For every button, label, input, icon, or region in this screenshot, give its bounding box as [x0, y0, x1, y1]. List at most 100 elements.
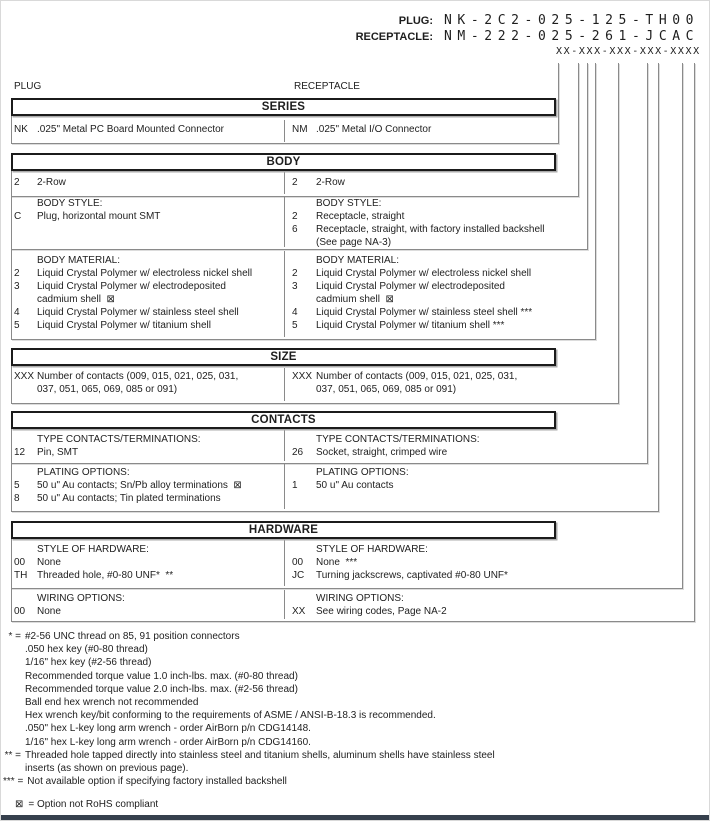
- subsection-heading: STYLE OF HARDWARE:: [316, 544, 428, 555]
- option-desc: Number of contacts (009, 015, 021, 025, …: [316, 371, 518, 382]
- option-desc: Number of contacts (009, 015, 021, 025, …: [37, 371, 239, 382]
- subsection-heading: WIRING OPTIONS:: [37, 593, 125, 604]
- option-code: 2: [292, 211, 298, 222]
- option-code: 2: [14, 268, 20, 279]
- footnote-text: .050 hex key (#0-80 thread): [25, 644, 148, 656]
- connector-line-hardware-style: [11, 63, 683, 589]
- option-desc: 50 u" Au contacts; Sn/Pb alloy terminati…: [37, 480, 242, 491]
- option-desc: 2-Row: [316, 177, 345, 188]
- contacts-type-plug-column: TYPE CONTACTS/TERMINATIONS: 12 Pin, SMT: [14, 433, 280, 459]
- option-desc: Socket, straight, crimped wire: [316, 447, 448, 458]
- option-row: 8 50 u" Au contacts; Tin plated terminat…: [14, 492, 280, 505]
- option-desc: cadmium shell ⊠: [37, 294, 115, 305]
- body-style-column-divider: [284, 197, 285, 247]
- option-row: 1 50 u" Au contacts: [292, 479, 562, 492]
- subsection-heading: PLATING OPTIONS:: [316, 467, 409, 478]
- option-row: 5 Liquid Crystal Polymer w/ titanium she…: [292, 319, 562, 332]
- option-code: [292, 236, 316, 249]
- connector-line-contacts-type: [11, 63, 648, 464]
- option-code: 5: [292, 320, 298, 331]
- series-plug-column: NK .025" Metal PC Board Mounted Connecto…: [14, 123, 280, 136]
- option-desc: Turning jackscrews, captivated #0-80 UNF…: [316, 570, 508, 581]
- option-code: 3: [292, 281, 298, 292]
- option-desc: Liquid Crystal Polymer w/ stainless stee…: [37, 307, 239, 318]
- option-desc: Liquid Crystal Polymer w/ electrodeposit…: [316, 281, 505, 292]
- plug-column-label: PLUG: [14, 81, 42, 92]
- footnote-marker: [3, 683, 21, 696]
- option-code: [292, 383, 316, 396]
- footnotes: * = #2-56 UNC thread on 85, 91 position …: [3, 630, 705, 788]
- option-code: 00: [14, 557, 26, 568]
- option-desc: Plug, horizontal mount SMT: [37, 211, 161, 222]
- option-code: NM: [292, 124, 308, 135]
- option-code: 3: [14, 281, 20, 292]
- footnote-text: Ball end hex wrench not recommended: [25, 697, 199, 709]
- hardware-box-left-edge: [11, 539, 12, 621]
- connector-line-series: [11, 63, 559, 144]
- option-row: 037, 051, 065, 069, 085 or 091): [14, 383, 280, 396]
- series-section-header: SERIES: [11, 98, 556, 116]
- option-code: C: [14, 211, 22, 222]
- size-column-divider: [284, 368, 285, 401]
- receptacle-column-label: RECEPTACLE: [294, 81, 360, 92]
- option-desc: 037, 051, 065, 069, 085 or 091): [316, 384, 457, 395]
- option-row: XX See wiring codes, Page NA-2: [292, 605, 562, 618]
- size-box-left-edge: [11, 366, 12, 403]
- body-row-column-divider: [284, 172, 285, 194]
- option-desc: .025" Metal I/O Connector: [316, 124, 432, 135]
- option-desc: Receptacle, straight: [316, 211, 405, 222]
- option-row: C Plug, horizontal mount SMT: [14, 210, 280, 223]
- option-desc: Liquid Crystal Polymer w/ electrodeposit…: [37, 281, 226, 292]
- body-section-header: BODY: [11, 153, 556, 171]
- option-code: 26: [292, 447, 304, 458]
- footnote-marker: [3, 709, 21, 722]
- option-row: 6 Receptacle, straight, with factory ins…: [292, 223, 562, 236]
- option-code: 00: [292, 557, 304, 568]
- option-row: 12 Pin, SMT: [14, 446, 280, 459]
- hardware-section-header: HARDWARE: [11, 521, 556, 539]
- footnote-line: Recommended torque value 1.0 inch-lbs. m…: [3, 670, 705, 683]
- wiring-options-plug-column: WIRING OPTIONS: 00 None: [14, 592, 280, 618]
- subsection-heading: STYLE OF HARDWARE:: [37, 544, 149, 555]
- option-code: 8: [14, 493, 20, 504]
- footnote-line: Recommended torque value 2.0 inch-lbs. m…: [3, 683, 705, 696]
- footnote-text: 1/16" hex L-key long arm wrench - order …: [25, 736, 311, 748]
- option-row: XXX Number of contacts (009, 015, 021, 0…: [292, 370, 562, 383]
- option-code: XX: [292, 606, 306, 617]
- body-style-plug-column: BODY STYLE: C Plug, horizontal mount SMT: [14, 197, 280, 223]
- footnote-text: .050" hex L-key long arm wrench - order …: [25, 723, 311, 735]
- option-desc: None ***: [316, 557, 358, 568]
- wiring-options-column-divider: [284, 590, 285, 619]
- option-code: 5: [14, 320, 20, 331]
- wiring-options-receptacle-column: WIRING OPTIONS: XX See wiring codes, Pag…: [292, 592, 562, 618]
- option-code: 6: [292, 224, 298, 235]
- option-row: 00 None: [14, 605, 280, 618]
- option-row: 2 2-Row: [292, 176, 562, 189]
- option-row: XXX Number of contacts (009, 015, 021, 0…: [14, 370, 280, 383]
- option-code: 2: [14, 177, 20, 188]
- option-code: NK: [14, 124, 28, 135]
- option-desc: 50 u" Au contacts; Tin plated terminatio…: [37, 493, 221, 504]
- option-row: 2 Receptacle, straight: [292, 210, 562, 223]
- subsection-heading: BODY MATERIAL:: [316, 255, 399, 266]
- plug-part-number-value: NK-2C2-025-125-TH00: [444, 13, 700, 28]
- option-row: JC Turning jackscrews, captivated #0-80 …: [292, 569, 562, 582]
- size-plug-column: XXX Number of contacts (009, 015, 021, 0…: [14, 370, 280, 396]
- connector-line-size: [11, 63, 619, 404]
- option-row: 2 Liquid Crystal Polymer w/ electroless …: [292, 267, 562, 280]
- option-desc: .025" Metal PC Board Mounted Connector: [37, 124, 224, 135]
- footnote-line: inserts (as shown on previous page).: [3, 762, 705, 775]
- option-desc: None: [37, 606, 61, 617]
- option-row: 00 None: [14, 556, 280, 569]
- contacts-plating-plug-column: PLATING OPTIONS: 5 50 u" Au contacts; Sn…: [14, 466, 280, 505]
- option-row: 4 Liquid Crystal Polymer w/ stainless st…: [14, 306, 280, 319]
- footnote-line: 1/16" hex key (#2-56 thread): [3, 656, 705, 669]
- option-row: 2 2-Row: [14, 176, 280, 189]
- footnote-line: Ball end hex wrench not recommended: [3, 696, 705, 709]
- connector-line-body-row: [11, 63, 579, 197]
- option-desc: Threaded hole, #0-80 UNF* **: [37, 570, 174, 581]
- option-code: 00: [14, 606, 26, 617]
- footnote-text: Hex wrench key/bit conforming to the req…: [25, 710, 436, 722]
- footnote-text: inserts (as shown on previous page).: [25, 763, 189, 775]
